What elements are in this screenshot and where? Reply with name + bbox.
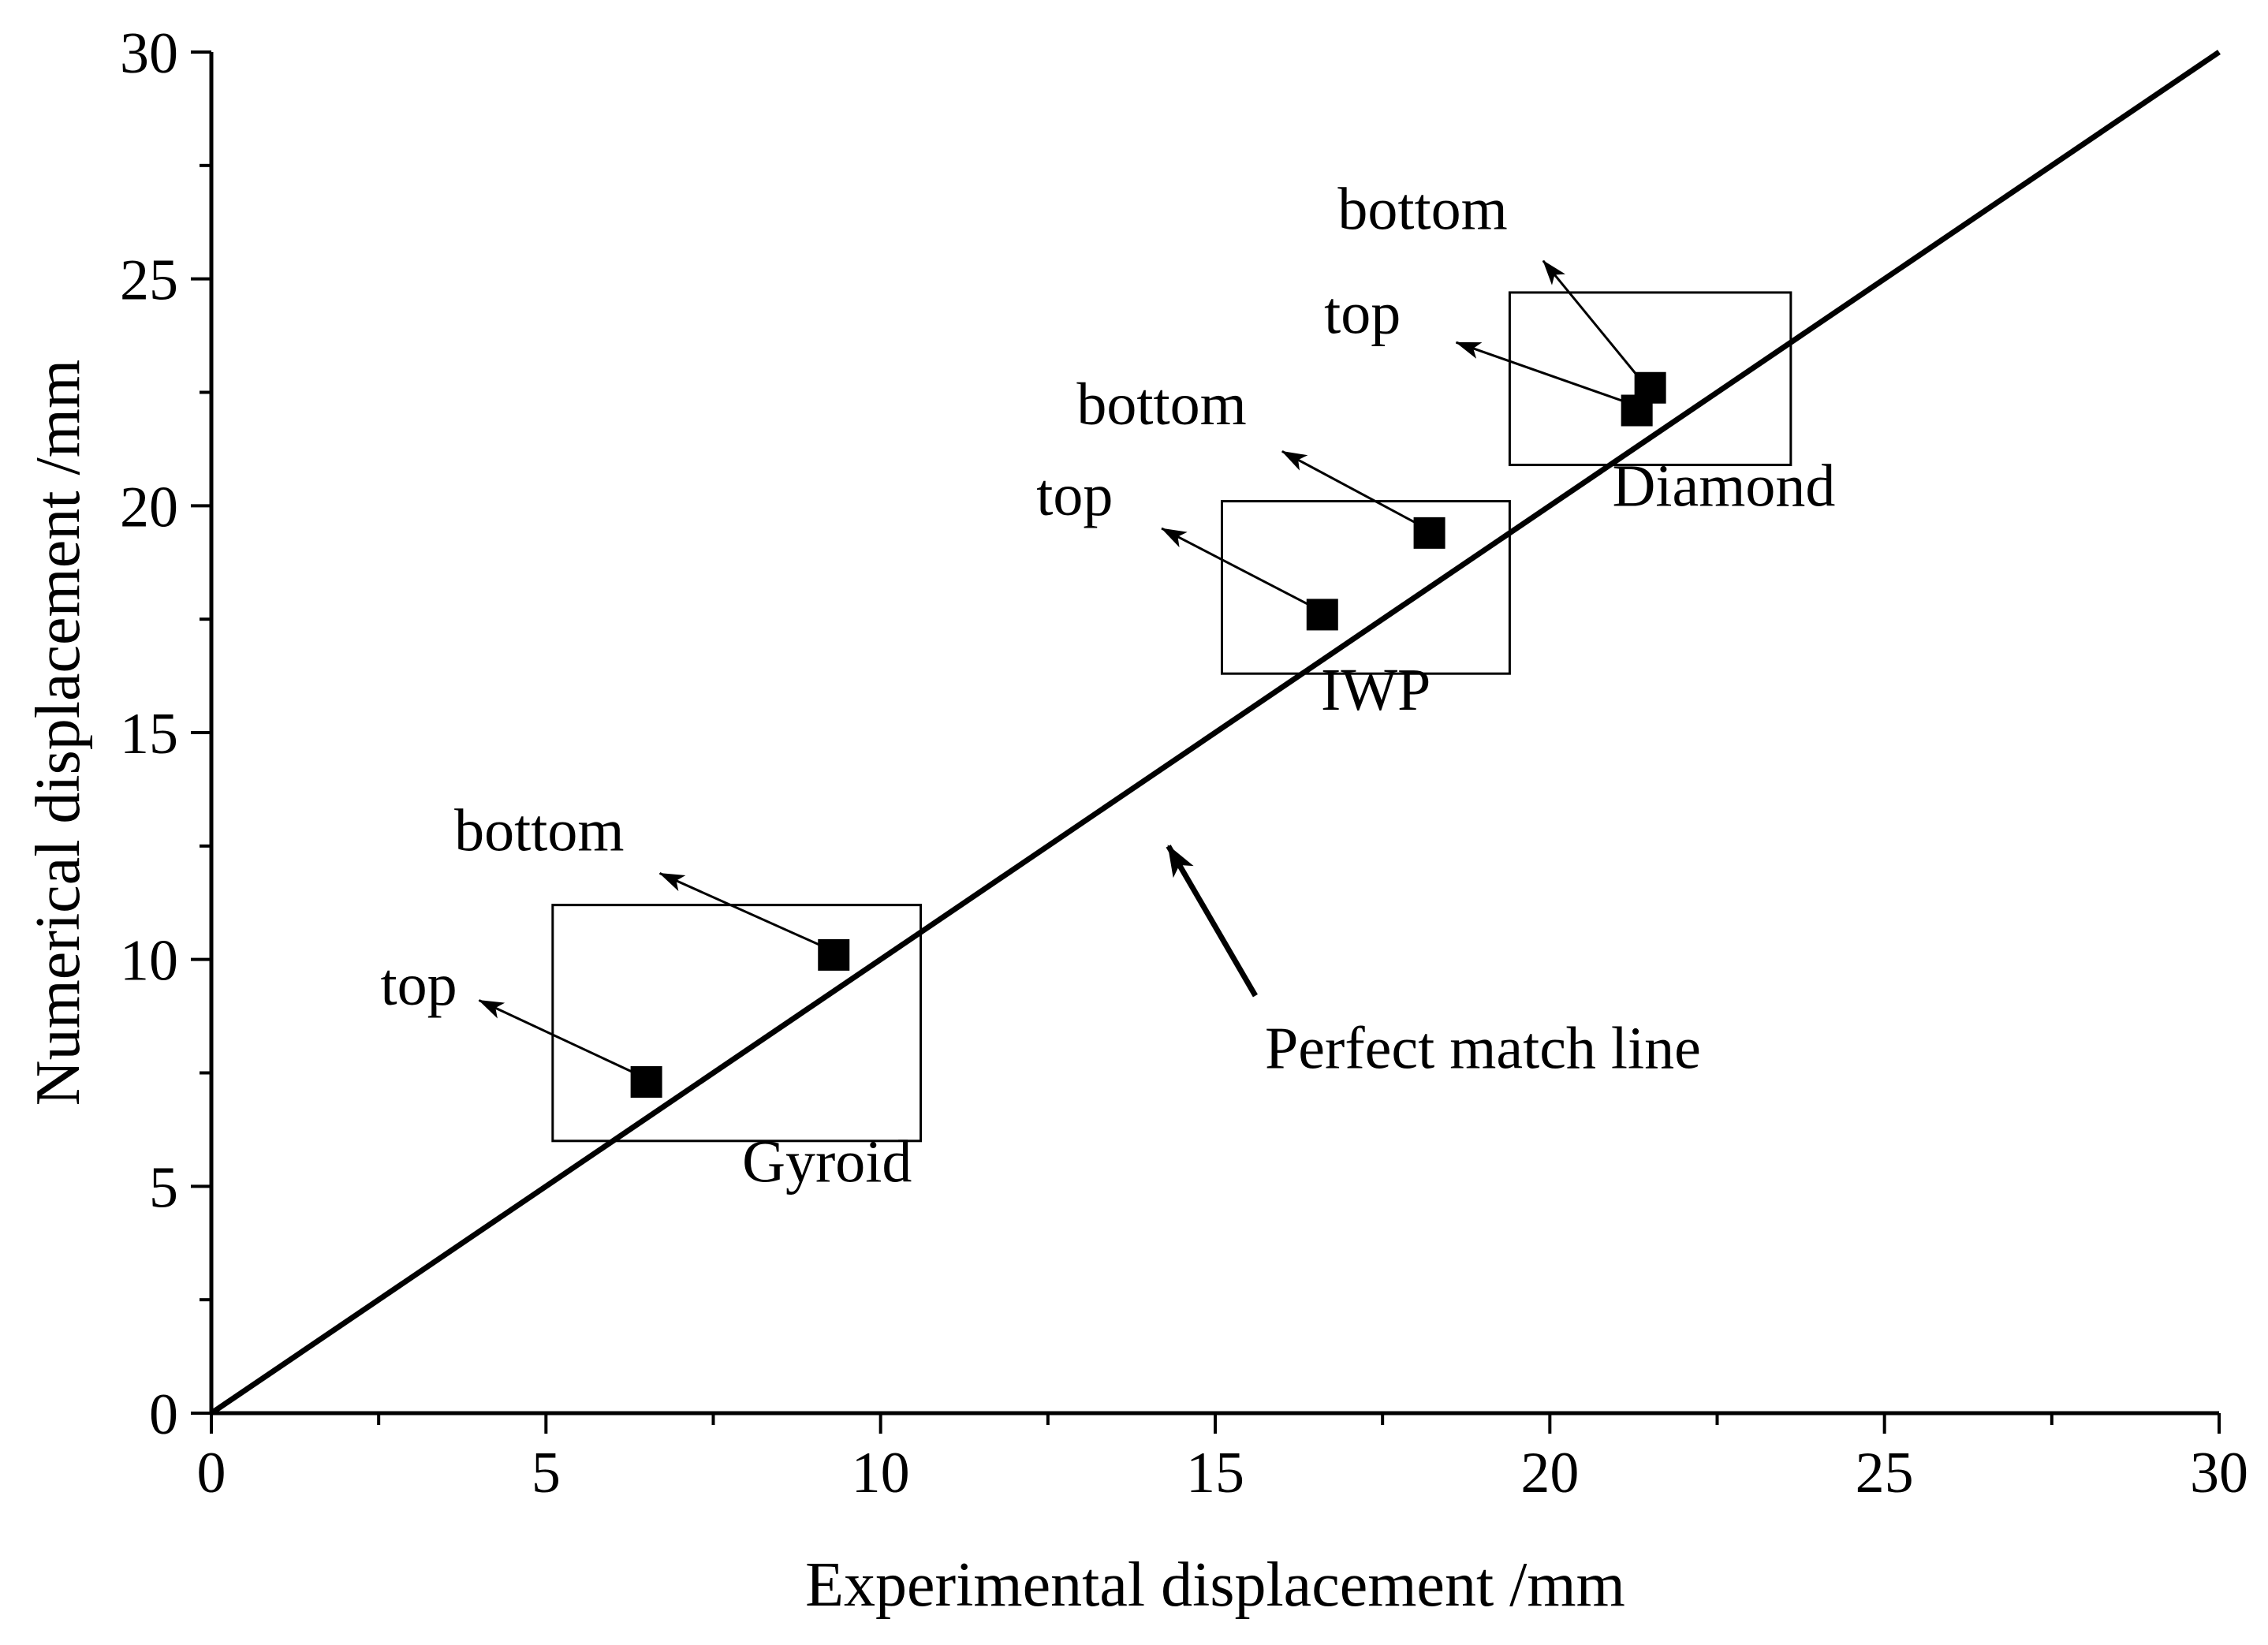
x-tick-label: 30 — [2190, 1441, 2248, 1505]
y-axis-title: Numerical displacement /mm — [24, 360, 93, 1106]
y-tick-label: 5 — [149, 1155, 178, 1220]
annotation-arrow — [1542, 259, 1642, 381]
data-point-iwp-bottom — [1413, 517, 1445, 549]
y-tick-label: 30 — [120, 21, 178, 86]
annotation-label-top: top — [1036, 462, 1113, 528]
group-label-iwp: IWP — [1321, 657, 1431, 723]
perfect-match-label: Perfect match line — [1265, 1016, 1701, 1082]
y-tick-label: 10 — [120, 929, 178, 994]
annotation-label-top: top — [1324, 281, 1401, 347]
annotation-arrow — [478, 999, 638, 1076]
annotation-arrow — [1455, 341, 1628, 404]
data-point-diamond-bottom — [1634, 371, 1666, 404]
x-tick-label: 5 — [532, 1441, 561, 1505]
annotation-label-top: top — [381, 952, 457, 1018]
annotation-arrow — [1281, 449, 1421, 527]
group-box-gyroid — [551, 904, 923, 1143]
y-tick-label: 0 — [149, 1382, 178, 1447]
x-tick-label: 25 — [1856, 1441, 1914, 1505]
data-point-gyroid-top — [630, 1066, 662, 1099]
y-tick-label: 15 — [120, 702, 178, 767]
perfect-match-arrow — [1166, 845, 1258, 998]
x-axis-title: Experimental displacement /mm — [805, 1550, 1625, 1620]
annotation-label-bottom: bottom — [1337, 176, 1507, 242]
annotation-arrow — [658, 871, 825, 949]
annotation-label-bottom: bottom — [1076, 371, 1246, 438]
annotation-label-bottom: bottom — [454, 798, 624, 864]
group-box-iwp — [1220, 500, 1511, 675]
data-point-iwp-top — [1306, 599, 1338, 631]
group-label-diamond: Diamond — [1613, 453, 1836, 519]
x-tick-label: 10 — [852, 1441, 910, 1505]
data-point-gyroid-bottom — [818, 938, 850, 971]
annotation-arrow — [1161, 527, 1314, 608]
group-label-gyroid: Gyroid — [742, 1129, 912, 1196]
y-tick-label: 25 — [120, 248, 178, 313]
x-tick-label: 20 — [1520, 1441, 1579, 1505]
perfect-match-line — [210, 50, 2221, 1416]
y-tick-label: 20 — [120, 475, 178, 539]
x-tick-label: 15 — [1186, 1441, 1244, 1505]
group-box-diamond — [1508, 291, 1792, 467]
x-tick-label: 0 — [197, 1441, 226, 1505]
